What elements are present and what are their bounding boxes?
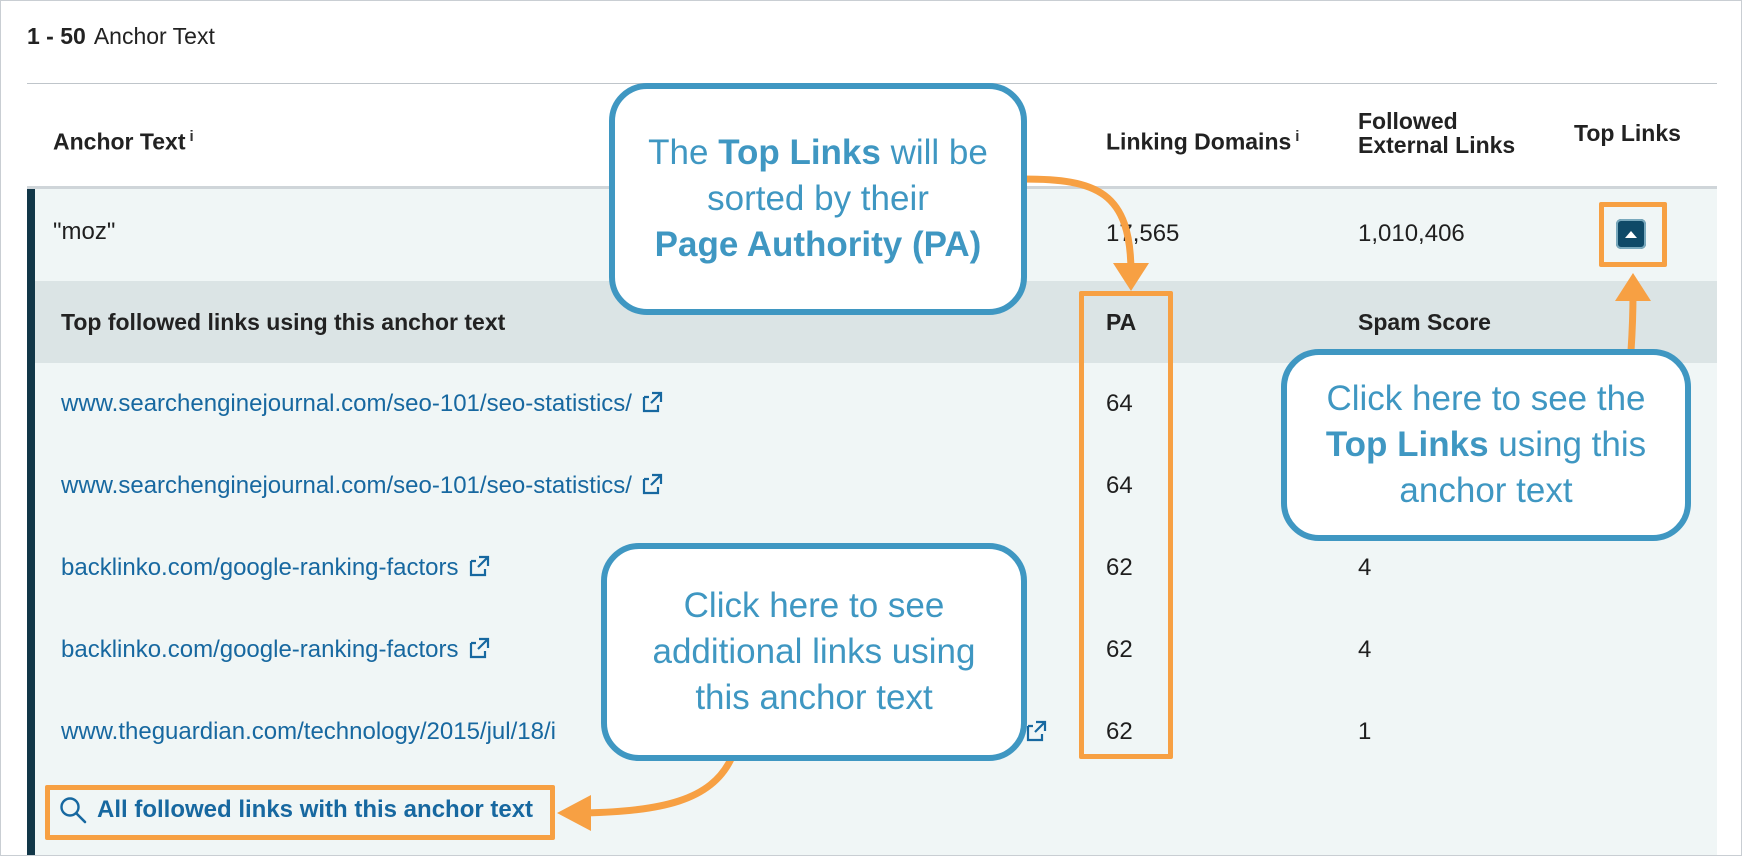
pa-sort-callout-bold-top-links: Top Links [718,133,881,172]
top-link-url-text[interactable]: www.searchenginejournal.com/seo-101/seo-… [61,472,632,499]
pa-value: 64 [1106,390,1133,417]
top-links-subheader-title: Top followed links using this anchor tex… [61,309,506,335]
column-header-anchor-text-label: Anchor Text [53,128,186,155]
additional-links-callout: Click here to see additional links using… [601,543,1027,761]
pa-value: 64 [1106,472,1133,499]
spam-score-column-header[interactable]: Spam Score [1358,309,1491,335]
top-links-callout-text-post: using this anchor text [1399,425,1647,510]
top-link-url[interactable]: backlinko.com/google-ranking-factors [61,636,491,664]
external-link-icon[interactable] [640,472,664,496]
top-links-callout-text: Click here to see the [1326,379,1646,418]
top-link-url-text[interactable]: www.searchenginejournal.com/seo-101/seo-… [61,390,632,417]
caret-up-icon [1625,230,1637,238]
pa-sort-callout-text: The [648,133,719,172]
info-icon[interactable]: i [189,128,194,145]
pa-sort-callout-bold-pa: Page Authority (PA) [654,225,982,264]
top-link-url[interactable]: www.searchenginejournal.com/seo-101/seo-… [61,390,664,418]
top-links-callout-bold: Top Links [1325,425,1489,464]
external-link-icon[interactable] [1024,719,1048,743]
spam-score-value: 4 [1358,636,1372,663]
spam-score-value: 4 [1358,554,1372,581]
panel-title: 1 - 50 Anchor Text [27,23,215,50]
column-header-followed-line1: Followed [1358,108,1458,134]
pa-value: 62 [1106,718,1133,745]
expanded-row-accent [27,189,35,855]
pa-value: 62 [1106,554,1133,581]
external-link-icon[interactable] [640,390,664,414]
all-followed-links-button[interactable]: All followed links with this anchor text [59,796,533,824]
panel-title-text: Anchor Text [93,23,215,49]
top-link-url[interactable]: www.searchenginejournal.com/seo-101/seo-… [61,472,664,500]
all-links-button-highlight [45,785,555,840]
pa-sort-callout-text-mid: will be sorted by their [707,133,988,218]
top-link-url-text[interactable]: www.theguardian.com/technology/2015/jul/… [61,718,556,745]
all-followed-links-label[interactable]: All followed links with this anchor text [97,796,534,823]
search-icon [60,797,87,824]
top-links-button-highlight [1599,202,1667,267]
column-header-followed-line2: External Links [1358,132,1516,158]
top-links-toggle-button[interactable] [1616,219,1646,249]
external-link-icon[interactable] [467,636,491,660]
spam-score-value: 1 [1358,718,1372,745]
pa-column-highlight [1079,291,1173,759]
linking-domains-cell: 17,565 [1106,220,1180,247]
column-header-linking-domains-label: Linking Domains [1106,128,1292,155]
result-range: 1 - 50 [27,23,86,49]
top-link-url-text[interactable]: backlinko.com/google-ranking-factors [61,554,459,581]
followed-external-links-cell: 1,010,406 [1358,220,1465,247]
top-link-url[interactable]: backlinko.com/google-ranking-factors [61,554,491,582]
external-link-icon[interactable] [467,554,491,578]
top-link-url-text[interactable]: backlinko.com/google-ranking-factors [61,636,459,663]
anchor-text-cell: "moz" [53,218,116,245]
top-link-url[interactable]: www.theguardian.com/technology/2015/jul/… [61,718,556,746]
column-header-top-links[interactable]: Top Links [1574,120,1681,146]
column-header-followed-external-links[interactable]: Followed External Links [1358,109,1515,157]
info-icon[interactable]: i [1295,128,1300,145]
pa-column-header[interactable]: PA [1106,309,1137,335]
pa-value: 62 [1106,636,1133,663]
